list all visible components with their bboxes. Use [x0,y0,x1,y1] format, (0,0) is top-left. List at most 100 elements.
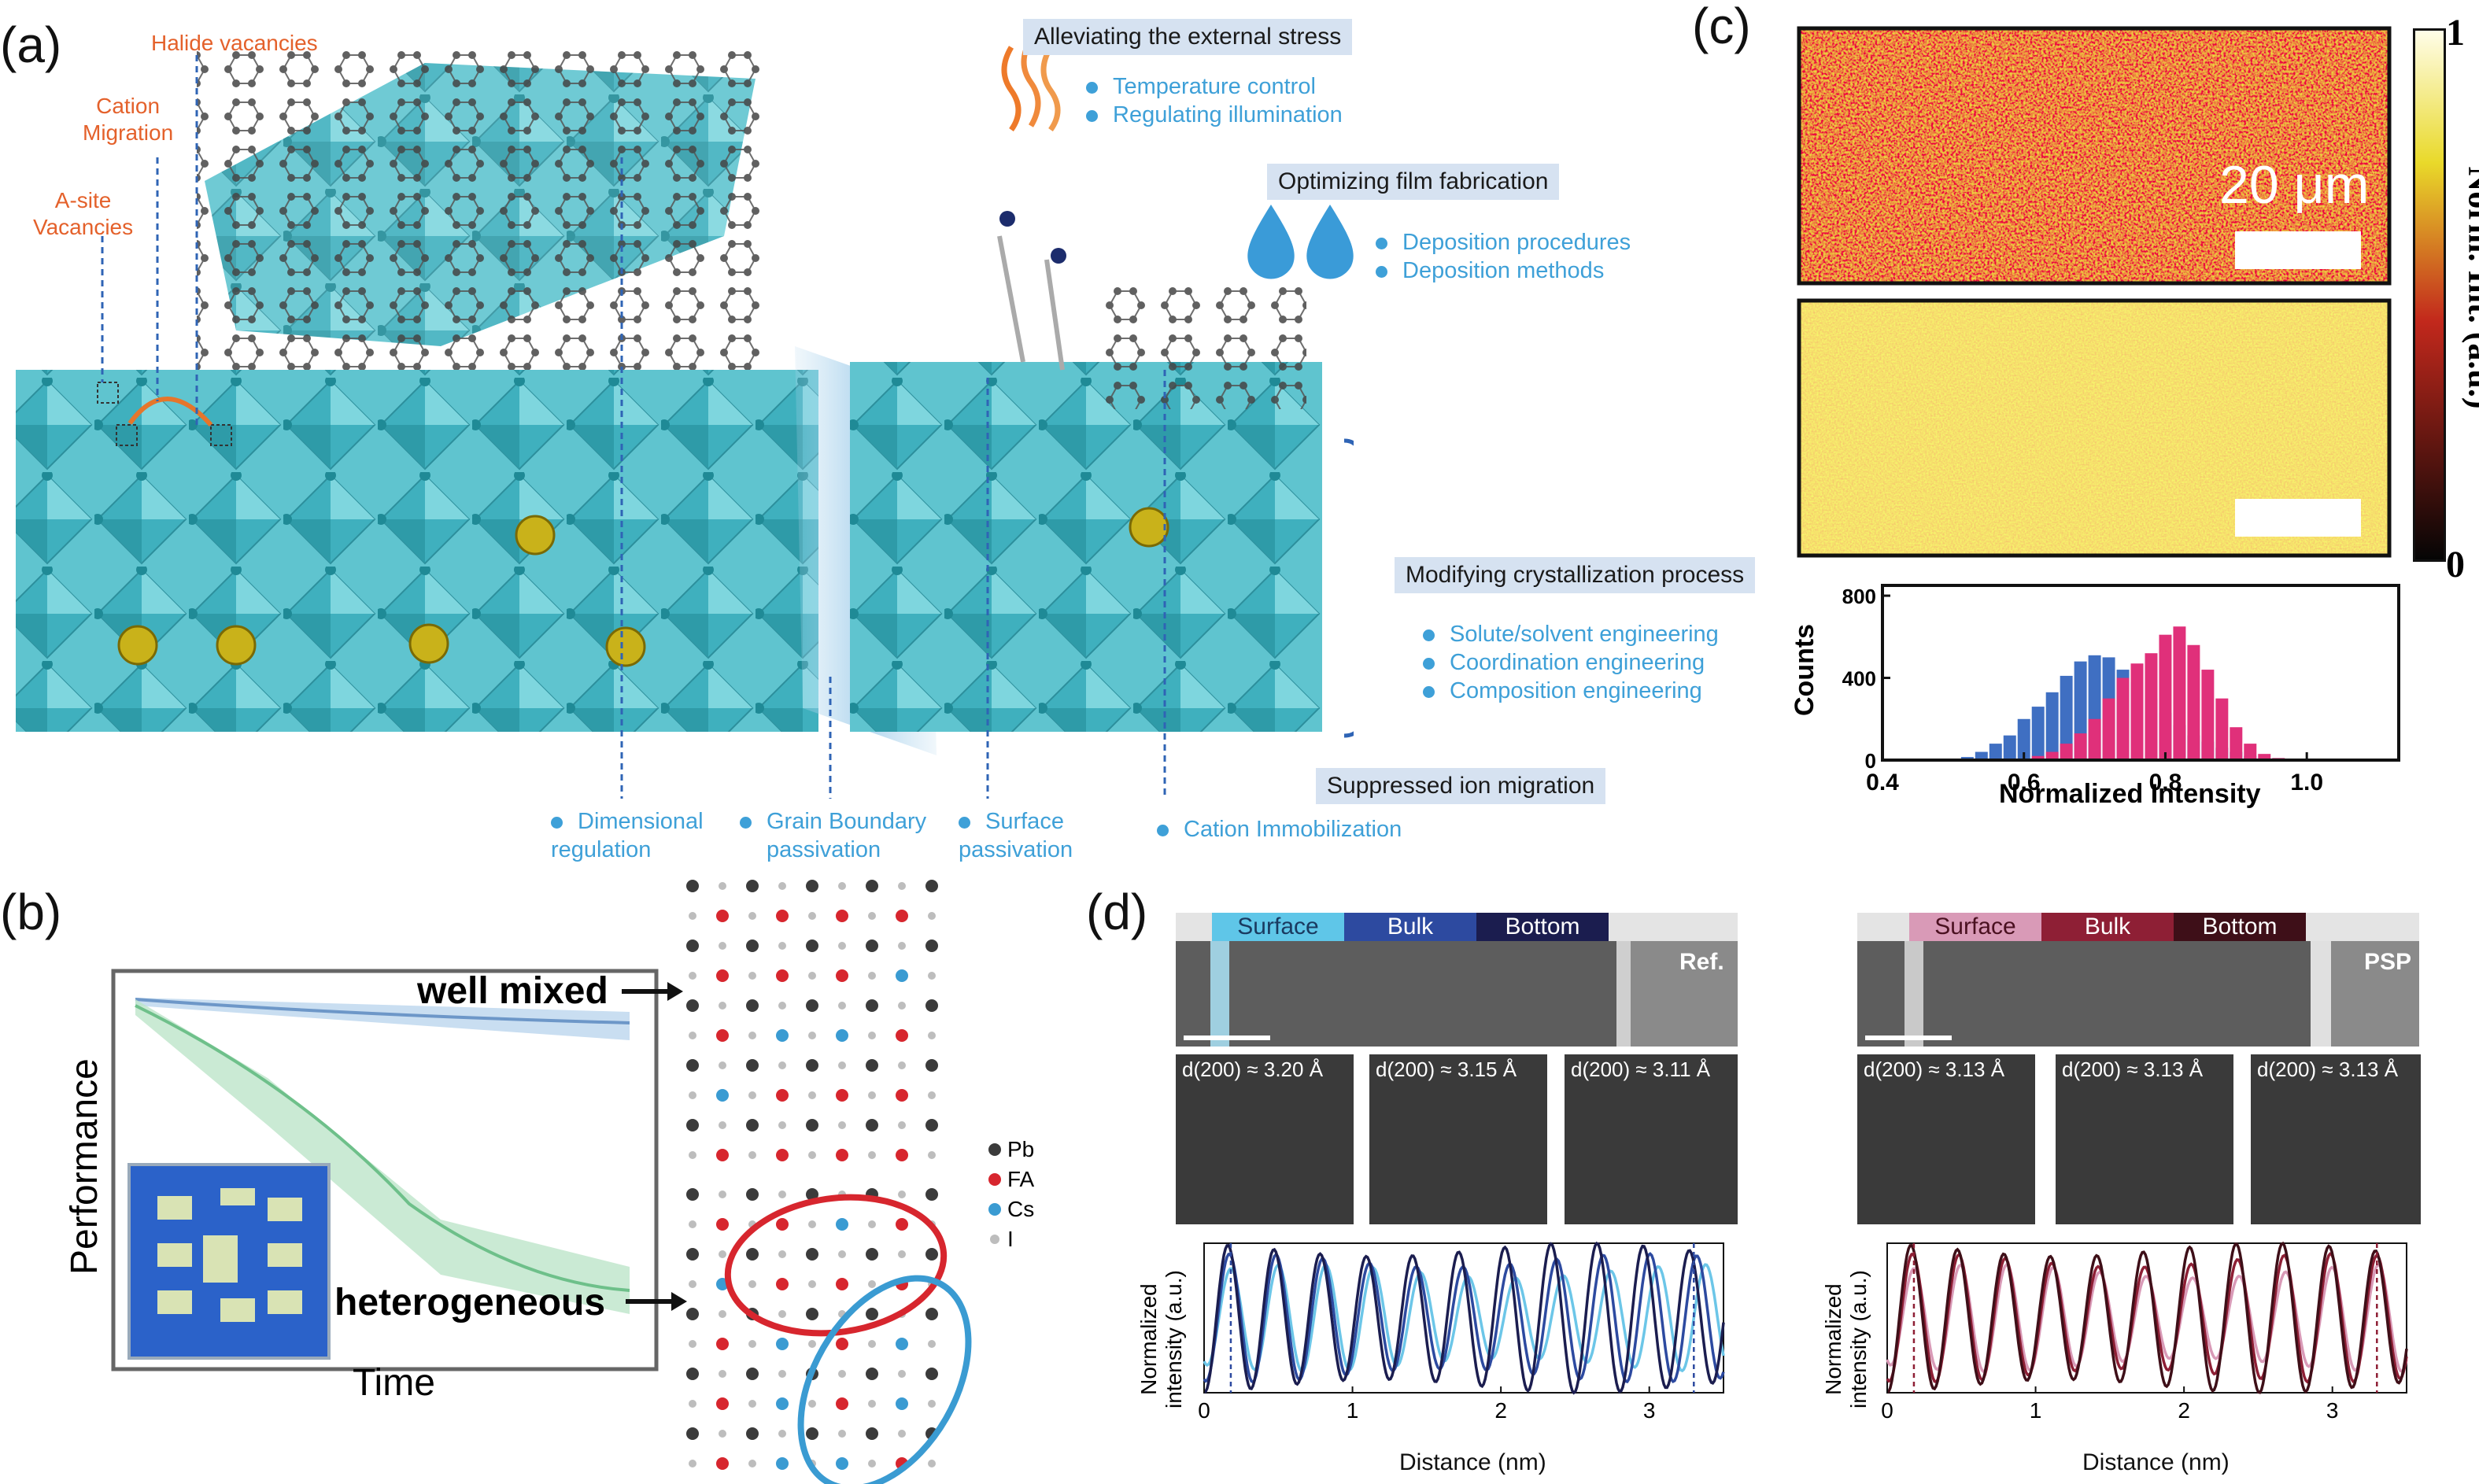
y-tick-label: 800 [1842,585,1876,608]
hist-ylabel: Counts [1790,577,1825,716]
ref-hrtem-bottom: d(200) ≈ 3.11 Å [1565,1054,1738,1224]
lattice-atom [778,1310,786,1318]
profile-series-line [1886,1241,2408,1394]
lattice-atom [716,1089,729,1102]
spacing-label: d(200) ≈ 3.11 Å [1571,1058,1711,1081]
psp-hrtem-surface: d(200) ≈ 3.13 Å [1857,1054,2035,1224]
ref-seg-bottom: Bottom [1476,913,1609,941]
hist-bar [2102,698,2115,760]
lattice-atom [689,1280,696,1288]
lattice-atom [868,1151,876,1159]
hist-bar [2060,675,2073,760]
ref-profile-ylabel: Normalized intensity (a.u.) [1136,1270,1187,1408]
ref-hrtem-bulk: d(200) ≈ 3.15 Å [1369,1054,1547,1224]
lattice-atom [836,1338,848,1350]
lattice-atom [716,1338,729,1350]
list-item: Deposition methods [1376,257,1631,285]
fa-dot-icon [988,1173,1001,1186]
ylabel-line2: intensity (a.u.) [1846,1270,1871,1408]
lattice-atom [868,1032,876,1039]
arrow-icon [622,982,683,1001]
lattice-atom [836,1457,848,1470]
lattice-atom [689,1340,696,1348]
lattice-atom [778,1430,786,1438]
lattice-atom [748,1091,756,1099]
legend-cs-text: Cs [1007,1197,1035,1221]
lattice-atom [776,969,789,982]
lattice-atom [719,1121,726,1129]
cation-migration-label: Cation Migration [83,93,173,146]
lattice-atom [748,912,756,920]
lattice-diagrams [686,880,972,1484]
callout-line1: Cation Immobilization [1157,815,1402,844]
ref-electrode [1210,941,1229,1047]
callout-line2: passivation [959,837,1073,862]
lattice-atom [836,1218,848,1231]
list-item: Temperature control [1086,72,1343,101]
hist-bar [2230,727,2243,760]
panel-b-label: (b) [0,884,62,940]
lattice-atom [925,1119,938,1131]
lattice-atom [776,1338,789,1350]
profile-series-line [1886,1263,2408,1374]
asite-line1: A-site [54,188,112,212]
hist-ylabel-text: Counts [1790,623,1820,716]
hist-bar [2031,707,2045,760]
profile-series-line [1886,1252,2408,1384]
hist-bar [2159,634,2172,760]
lattice-atom [898,1250,906,1258]
arrow-icon [626,1292,687,1311]
lattice-atom [719,1191,726,1198]
hist-bar [2045,692,2059,760]
lattice-atom [838,1430,846,1438]
scale-bar [1184,1035,1270,1040]
psp-seg-bulk: Bulk [2041,913,2174,941]
ion-migration-title: Suppressed ion migration [1316,768,1606,804]
lattice-atom [808,1151,816,1159]
crystallization-title: Modifying crystallization process [1395,557,1756,593]
lattice-atom [719,1061,726,1069]
panel-c-label: (c) [1692,0,1751,54]
lattice-atom [778,1121,786,1129]
lattice-atom [686,1248,699,1261]
lattice-atom [808,1280,816,1288]
hist-bar [2187,644,2200,760]
x-tick-label: 2 [1494,1398,1507,1423]
hist-bar [1975,751,1988,760]
psp-electrode [2311,941,2331,1047]
lattice-atom [838,1002,846,1010]
lattice-atom [808,1032,816,1039]
x-tick-label: 0.4 [1866,770,1899,796]
lattice-atom [689,1220,696,1228]
psp-hrtem-bulk: d(200) ≈ 3.13 Å [2056,1054,2233,1224]
ref-seg-surface: Surface [1212,913,1344,941]
colorbar-label: Norm. Int. (a.u.) [2461,166,2479,409]
lattice-atom [808,1220,816,1228]
lattice-atom [928,972,936,980]
callout-line1: Dimensional [551,807,704,836]
lattice-atom [748,1032,756,1039]
lattice-atom [866,939,878,952]
colorbar-min: 0 [2446,544,2465,585]
lattice-atom [838,1370,846,1378]
pb-dot-icon [988,1143,1001,1156]
lattice-atom [719,1370,726,1378]
lattice-atom [898,882,906,890]
lattice-atom [806,1059,818,1072]
hist-bar [1989,744,2002,760]
lattice-atom [925,939,938,952]
lattice-atom [928,1460,936,1467]
psp-segment-bar: Surface Bulk Bottom [1857,913,2419,941]
spacing-label: d(200) ≈ 3.13 Å [2062,1058,2204,1081]
spacing-label: d(200) ≈ 3.15 Å [1376,1058,1517,1081]
psp-profile-ylabel: Normalized intensity (a.u.) [1821,1270,1871,1408]
lattice-atom [776,1278,789,1290]
lattice-atom [806,1248,818,1261]
lattice-atom [898,1121,906,1129]
ref-profile-xlabel: Distance (nm) [1399,1449,1546,1475]
external-stress-list: Temperature control Regulating illuminat… [1086,72,1343,129]
lattice-atom [719,882,726,890]
callout-line1: Surface [959,807,1073,836]
lattice-atom [836,1149,848,1161]
lattice-atom [866,1059,878,1072]
